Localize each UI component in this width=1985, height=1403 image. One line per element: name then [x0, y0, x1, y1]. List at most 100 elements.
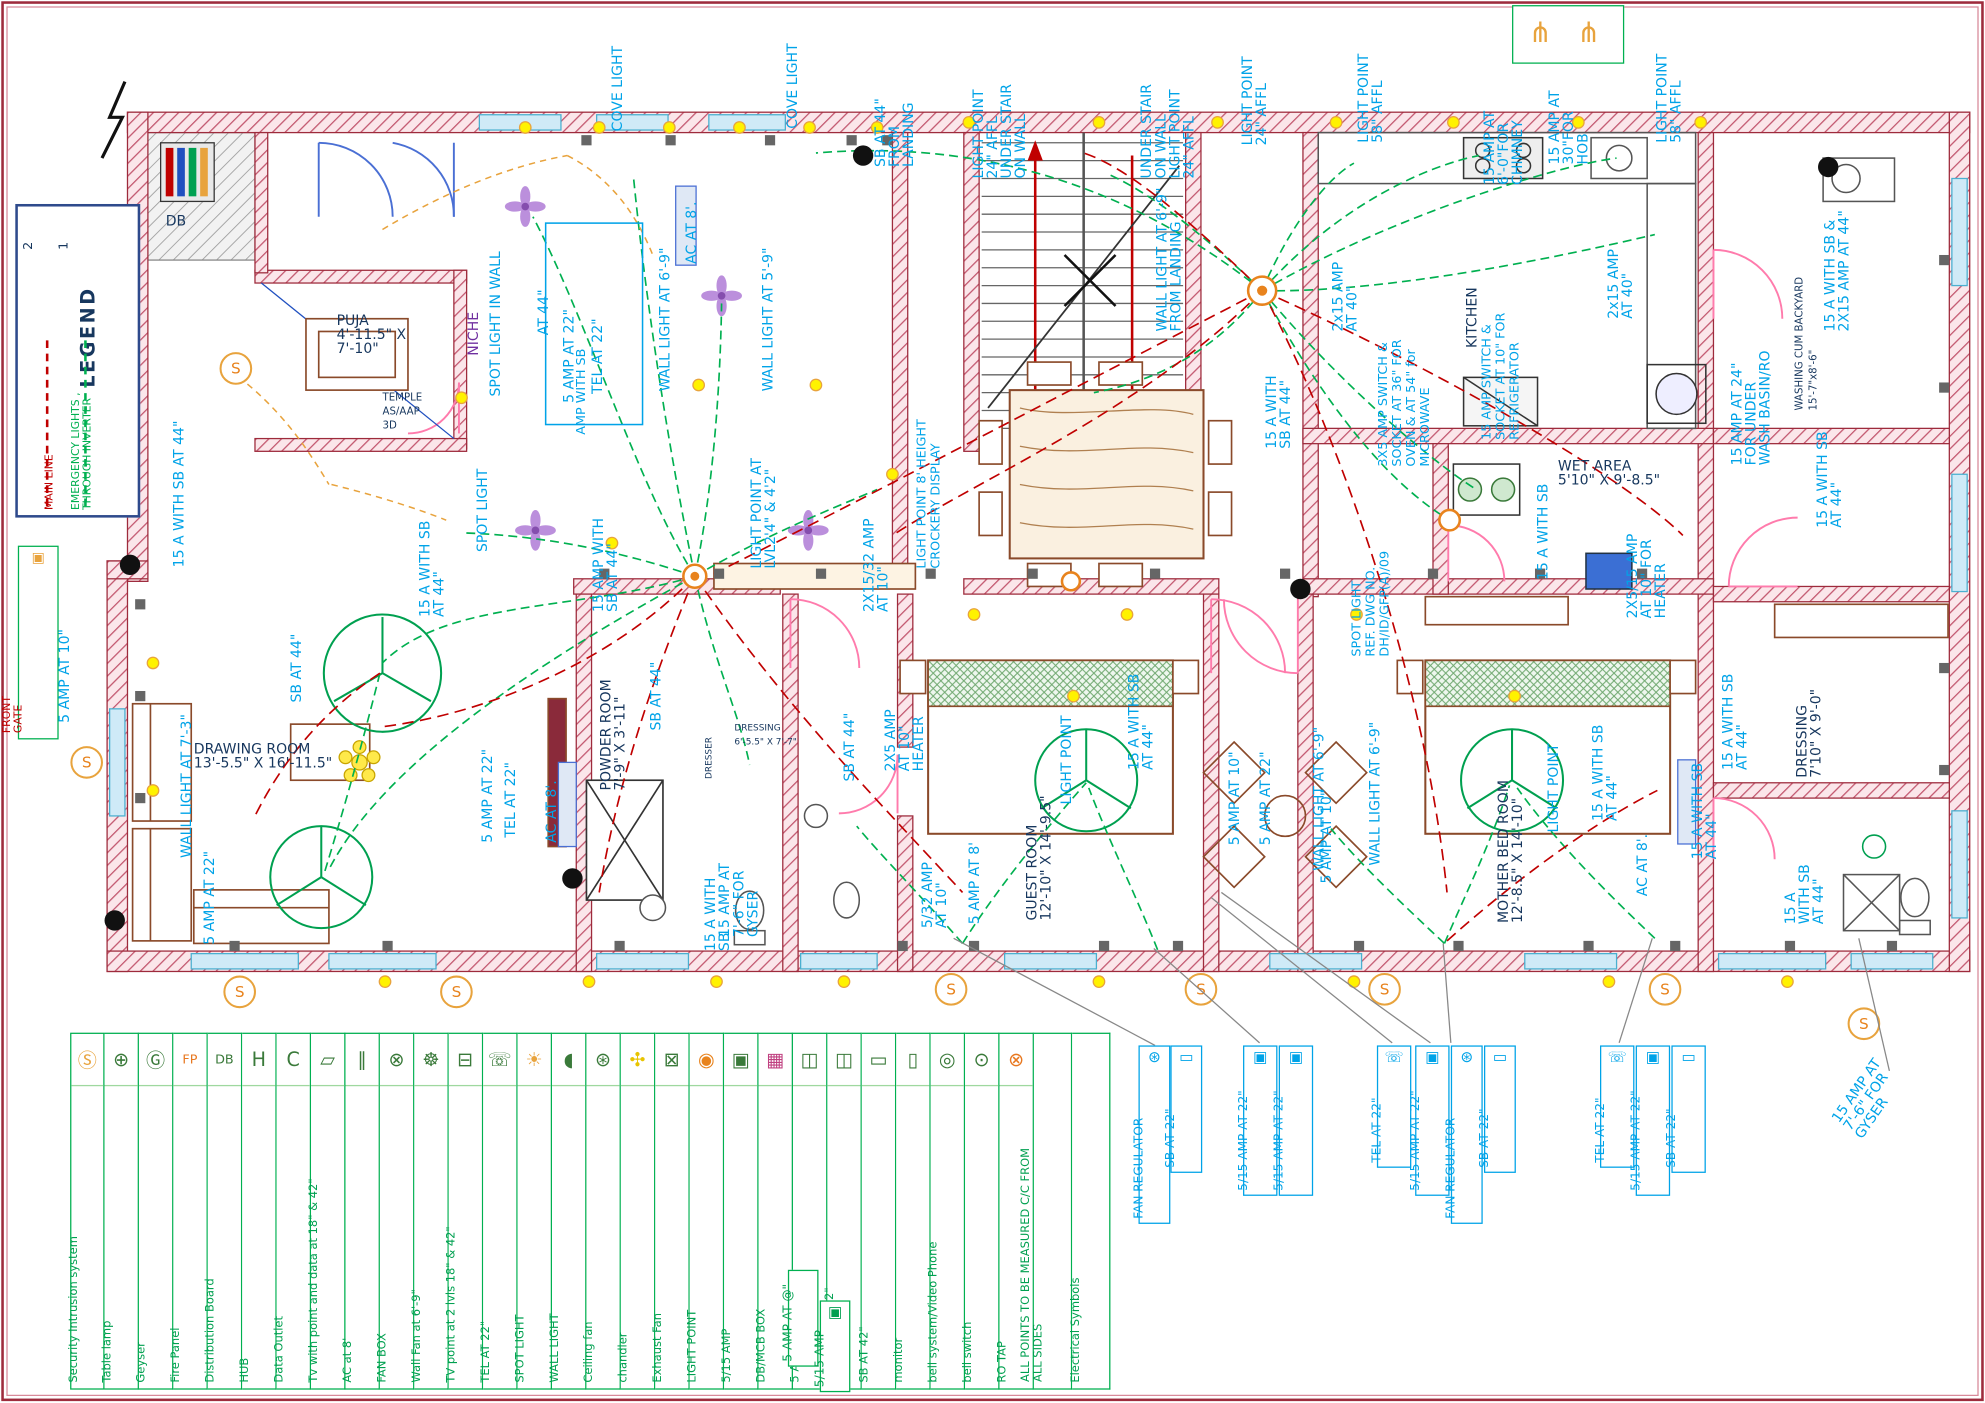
annotation-label: 15 AMP AT 30"FOR HOB — [1546, 90, 1592, 165]
exhaust-fan-icon: ⊠ — [655, 1034, 689, 1087]
annotation-label: 15 A WITH SB — [1534, 483, 1552, 581]
chandelier-symbol — [338, 740, 381, 783]
svg-text:S: S — [231, 360, 241, 378]
chandelier-icon: ✣ — [620, 1034, 655, 1087]
fan-icon: ⊛ — [1460, 1047, 1474, 1066]
legend-item-label: MAIN LINE — [43, 454, 57, 510]
symbol-tv-data: ▱Tv with point and data at 18" & 42" — [308, 1032, 346, 1390]
symbol-label: Table lamp — [101, 1319, 115, 1382]
symbol-fan-box: ⊗FAN BOX — [377, 1032, 415, 1390]
annotation-label: 5 AMP AT 10" — [56, 629, 73, 723]
annotation-label: SB AT 44" FROM LANDING — [872, 98, 917, 168]
annotation-label: 15 A WITH SB AT 44" — [1125, 673, 1157, 771]
switch-boards — [135, 135, 1950, 952]
annotation-label: SB AT 44" — [647, 661, 665, 731]
svg-text:S: S — [946, 980, 956, 998]
annotation-label: PUJA 4'-11.5" X 7'-10" — [336, 312, 407, 357]
callout-label: 5 AMP AT @" — [781, 1283, 796, 1362]
socket-icon: ▣ — [1645, 1047, 1661, 1066]
phone-icon: ☏ — [1607, 1047, 1627, 1066]
entry-double-door — [260, 141, 455, 440]
svg-text:S: S — [82, 753, 92, 771]
video-phone-icon: ◎ — [930, 1034, 964, 1087]
legend-title: LEGEND — [76, 286, 100, 388]
doors — [407, 248, 1798, 860]
symbol-label: 5/15 AMP — [720, 1327, 734, 1382]
callout-box: ⊛ FAN REGULATOR — [1444, 1045, 1483, 1224]
symbol-monitor: ▯monitor — [893, 1032, 931, 1390]
hob-icon: ⋔ — [1577, 17, 1601, 50]
annotation-label: COVE LIGHT — [784, 43, 801, 129]
annotation-label: TEL AT 22" — [589, 318, 606, 394]
annotation-label: 2X5/15 AMP AT 10" FOR HEATER — [1624, 533, 1669, 619]
symbol-label: Wall Fan at 6'-9" — [411, 1288, 424, 1382]
annotation-label: LIGHT POINT 58" AFFL — [1355, 53, 1386, 143]
symbol-label: RO TAP — [996, 1340, 1010, 1382]
annotation-label: LIGHT POINT 24" AFFL UNDER STAIR ON WALL — [970, 84, 1029, 179]
annotation-label: 5 AMP AT 8' — [966, 841, 983, 925]
svg-text:S: S — [1660, 980, 1670, 998]
symbol-label: WALL LIGHT — [548, 1312, 562, 1382]
legend-item-number: 1 — [57, 241, 72, 250]
symbol-label: Security Intrusion system — [68, 1235, 81, 1382]
wall-fan-icon: ☸ — [414, 1034, 448, 1087]
callout-label: FAN REGULATOR — [1132, 1117, 1147, 1219]
callout-label: SB AT 22" — [1163, 1108, 1179, 1168]
annotation-label: SPOT LIGHT REF. DWG NO. DH/ID/GFP(A)/09 — [1350, 550, 1393, 657]
wiring-orange — [229, 154, 654, 521]
symbol-label: TV point at 2 lvls 18" & 42" — [445, 1225, 459, 1382]
symbol-ro-tap: ⊗RO TAP — [996, 1032, 1034, 1390]
annotation-label: 2x15 AMP AT 40" — [1605, 249, 1636, 319]
annotation-label: 15 A WITH SB & 2X15 AMP AT 44" — [1821, 210, 1853, 332]
db-mcb-icon: ▦ — [758, 1034, 792, 1087]
socket-icon: ▣ — [1425, 1047, 1440, 1066]
kitchen-fixtures — [1317, 131, 1896, 590]
symbol-spot-light: ☀SPOT LIGHT — [514, 1032, 553, 1390]
annotation-label: KITCHEN — [1463, 287, 1481, 349]
callout-box: ▣5/15 AMP — [813, 1300, 851, 1393]
annotation-label: AT 44" — [535, 289, 553, 336]
socket-icon: ▣ — [827, 1302, 843, 1321]
annotation-label: LIGHT POINT 8' HEIGHT CROCKERY DISPLAY — [915, 419, 944, 569]
sb-icon: ▭ — [1492, 1047, 1508, 1066]
annotation-label: 15 A WITH SB AT 44" — [1719, 673, 1751, 771]
symbol-video-phone: ◎bell system/Video Phone — [927, 1032, 966, 1390]
security-system-icon: Ⓢ — [71, 1034, 104, 1087]
distribution-board-icon: DB — [207, 1034, 241, 1087]
symbol-label: monitor — [893, 1337, 906, 1382]
annotation-label: 15 AMP SWITCH & SOCKET AT 10" FOR REFRIG… — [1480, 312, 1523, 440]
callout-box: ☏TEL AT 22" — [1371, 1045, 1412, 1168]
tv-data-icon: ▱ — [311, 1034, 345, 1087]
callout-box: ▣5/15 AMP AT 22" — [1272, 1045, 1314, 1196]
leader-lines — [953, 891, 1891, 1072]
symbol-ceiling-fan: ⊛Ceiling fan — [583, 1032, 621, 1390]
ac-units — [557, 185, 1697, 848]
camera-markers — [104, 145, 1839, 931]
chimney-hood-icon: ⋔ — [1528, 17, 1553, 50]
callout-label: 5/15 AMP AT 22" — [1236, 1090, 1251, 1191]
annotation-label: WALL LIGHT AT 6'-9" FROM LANDING — [1153, 187, 1185, 332]
symbol-label: bell switch — [961, 1320, 975, 1382]
annotation-label: 15 A WITH SB AT 44" — [170, 420, 188, 568]
legend-item-number: 2 — [21, 241, 36, 250]
annotation-label: LIGHT POINT 24" AFFL — [1239, 56, 1270, 146]
symbol-security-system: Ⓢ Security Intrusion system — [68, 1032, 105, 1390]
callout-label: FAN REGULATOR — [1444, 1117, 1459, 1219]
furniture — [131, 317, 1949, 945]
symbol-label: Exhaust Fan — [652, 1312, 665, 1382]
annotation-label: 15 A WITH SB AT 44" — [1689, 762, 1720, 860]
note-bell-icon: ▣ — [31, 549, 45, 567]
annotation-label: WET AREA 5'10" X 9'-8.5" — [1557, 457, 1661, 489]
symbol-label: SPOT LIGHT — [514, 1313, 528, 1382]
annotation-label: 15 AMP AT 24" FOR UNDER WASH BASIN/RO — [1728, 350, 1774, 466]
annotation-label: 15 AMP WITH SB AT 44" — [590, 517, 621, 612]
annotation-label: 5 AMP AT 22" — [1257, 751, 1274, 846]
table-note: ALL POINTS TO BE MEASURED C/C FROM ALL S… — [1020, 1032, 1073, 1390]
geyser-icon: Ⓖ — [138, 1034, 173, 1087]
light-point-icon: ◉ — [689, 1034, 723, 1087]
symbol-table-lamp: ⊕Table lamp — [101, 1032, 139, 1390]
annotation-label: AMP WITH SB — [574, 348, 590, 435]
